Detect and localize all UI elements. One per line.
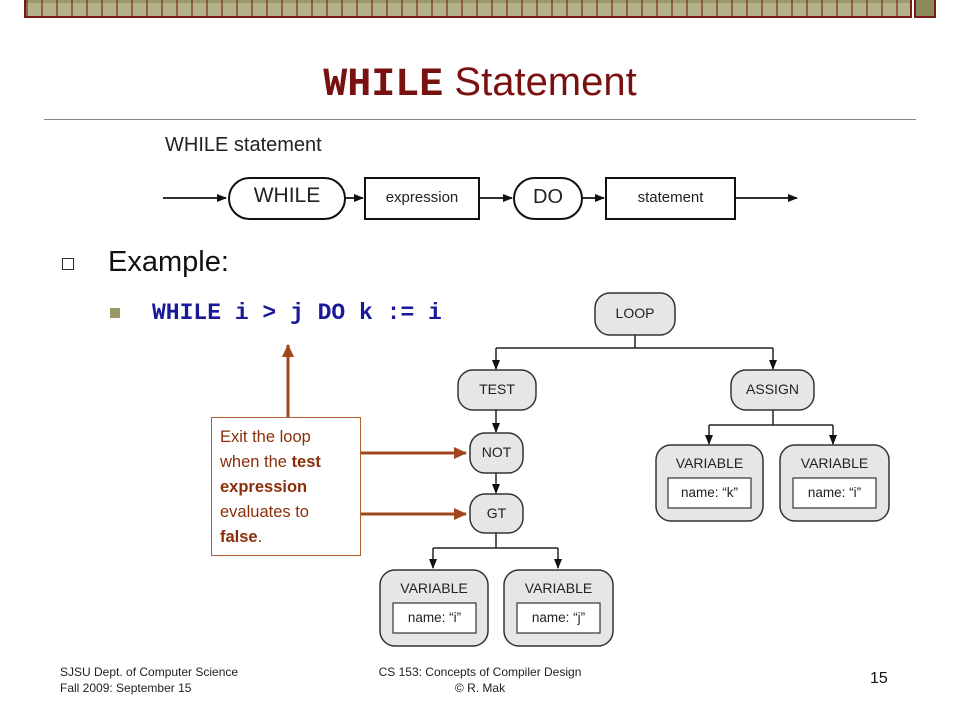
variable-name-i-assign: name: “i”	[807, 485, 862, 500]
callout-arrows	[282, 344, 467, 520]
callout-line-3: expression	[220, 475, 352, 500]
variable-name-j: name: “j”	[531, 610, 586, 625]
tree-node-loop: LOOP	[615, 305, 655, 321]
page-number: 15	[870, 670, 888, 687]
top-decorative-bar	[24, 0, 912, 18]
title-text: Statement	[443, 60, 637, 104]
callout-line-5-bold: false	[220, 528, 258, 546]
slide-title: WHILE Statement	[0, 58, 960, 110]
syntax-node-do: DO	[533, 186, 563, 208]
callout-line-5-text: .	[257, 528, 263, 546]
example-label: Example:	[108, 246, 229, 278]
callout-line-4: evaluates to	[220, 503, 309, 521]
callout-line-3-bold: expression	[220, 478, 308, 496]
example-code: WHILE i > j DO k := i	[152, 300, 442, 326]
tree-node-assign: ASSIGN	[746, 381, 799, 397]
variable-name-i: name: “i”	[407, 610, 462, 625]
tree-node-variable-k: VARIABLE	[675, 455, 744, 471]
callout-line-2-text: when the	[220, 453, 292, 471]
callout-line-2: when the test	[220, 450, 352, 475]
syntax-node-statement: statement	[637, 189, 704, 206]
syntax-node-expression: expression	[385, 189, 459, 206]
bullet-filled-icon	[110, 308, 120, 318]
tree-node-not: NOT	[481, 444, 512, 460]
tree-node-gt: GT	[486, 505, 507, 521]
callout-box: Exit the loop when the test expression e…	[211, 417, 361, 556]
syntax-node-while: WHILE	[253, 184, 321, 207]
footer-author: © R. Mak	[454, 681, 506, 695]
top-decorative-block	[914, 0, 936, 18]
tree-node-variable-i-assign: VARIABLE	[800, 455, 869, 471]
title-divider	[44, 119, 916, 120]
title-keyword: WHILE	[323, 63, 444, 108]
tree-node-test: TEST	[479, 381, 515, 397]
footer-left: SJSU Dept. of Computer Science Fall 2009…	[60, 664, 238, 696]
footer-center: CS 153: Concepts of Compiler Design © R.…	[330, 664, 630, 696]
variable-name-k: name: “k”	[680, 485, 738, 500]
footer-date: Fall 2009: September 15	[60, 681, 192, 695]
tree-node-variable-i: VARIABLE	[400, 580, 468, 596]
tree-node-variable-j: VARIABLE	[524, 580, 593, 596]
syntax-diagram	[163, 177, 798, 220]
footer-department: SJSU Dept. of Computer Science	[60, 665, 239, 679]
callout-line-5: false.	[220, 525, 352, 550]
tree-connectors	[429, 335, 837, 569]
callout-line-1: Exit the loop	[220, 428, 311, 446]
callout-line-2-bold: test	[291, 453, 321, 471]
variable-name-boxes	[392, 477, 877, 634]
syntax-diagram-heading: WHILE statement	[165, 134, 322, 156]
bullet-square-icon	[62, 258, 74, 270]
footer-course: CS 153: Concepts of Compiler Design	[378, 665, 582, 679]
